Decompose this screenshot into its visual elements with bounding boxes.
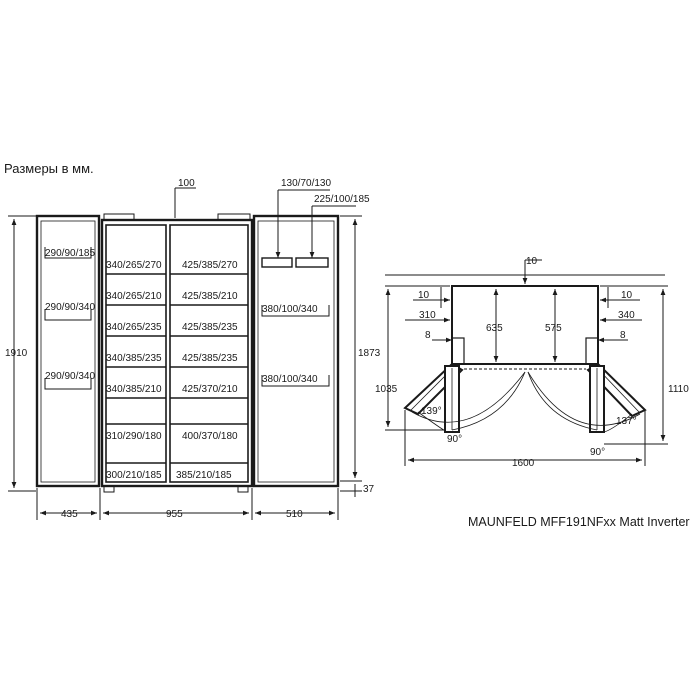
angle-arc-left <box>417 411 448 433</box>
center-left-shelf-5: 340/385/210 <box>106 384 162 395</box>
top-view-body <box>451 285 599 365</box>
top-hinge-left <box>103 213 135 221</box>
top-bin-left <box>261 257 293 268</box>
center-left-shelf-4: 340/385/235 <box>106 353 162 364</box>
label-hinge-left: 8 <box>425 330 431 341</box>
swing-arc-left <box>411 371 526 423</box>
dim-435-label: 435 <box>61 509 78 520</box>
left-bin-2 <box>44 309 92 321</box>
top-hinge-right <box>217 213 251 221</box>
front-view <box>8 187 362 520</box>
label-top-10: 10 <box>526 256 538 267</box>
center-right-shelf-2: 425/385/210 <box>182 291 238 302</box>
label-gap-left: 10 <box>418 290 430 301</box>
left-door-inner <box>40 220 96 483</box>
foot-left <box>103 485 115 493</box>
foot-right <box>237 485 249 493</box>
top-view-labels: 10 10 10 635 575 310 340 8 8 1035 1110 1… <box>375 256 689 469</box>
right-door-outer <box>252 214 340 488</box>
label-depth-635: 635 <box>486 323 503 334</box>
right-door-inner <box>257 220 335 483</box>
center-left-shelf-3: 340/265/235 <box>106 322 162 333</box>
label-1110: 1110 <box>668 384 689 395</box>
label-angle-90-left: 90° <box>447 434 462 445</box>
hinge-block-right <box>585 337 599 365</box>
top-view <box>385 259 668 466</box>
label-1035: 1035 <box>375 384 398 395</box>
label-depth-575: 575 <box>545 323 562 334</box>
dim-1873-label: 1873 <box>358 348 381 359</box>
top-bin-right <box>295 257 329 268</box>
label-hinge-right: 8 <box>620 330 626 341</box>
left-shelf-label-2: 290/90/340 <box>45 302 95 313</box>
dimensions-caption: Размеры в мм. <box>4 161 94 176</box>
dim-510-label: 510 <box>286 509 303 520</box>
left-door-outer <box>35 214 101 488</box>
dim-1910-label: 1910 <box>5 348 28 359</box>
left-shelf-label-1: 290/90/185 <box>45 248 95 259</box>
right-bin-1 <box>261 305 330 317</box>
label-1600: 1600 <box>512 458 535 469</box>
label-130-70-130: 130/70/130 <box>281 178 331 189</box>
center-left-shelf-2: 340/265/210 <box>106 291 162 302</box>
center-right-shelf-7: 385/210/185 <box>176 470 232 481</box>
center-right-column <box>169 224 249 483</box>
right-door-bins <box>261 257 330 387</box>
left-door-90 <box>444 365 460 433</box>
left-door-bins <box>44 247 92 390</box>
swing-arc-right <box>527 371 641 426</box>
model-name: MAUNFELD MFF191NFxx Matt Inverter <box>468 515 690 529</box>
label-angle-90-right: 90° <box>590 447 605 458</box>
center-right-shelf-6: 400/370/180 <box>182 431 238 442</box>
center-right-shelf-3: 425/385/235 <box>182 322 238 333</box>
label-angle-137: 137° <box>616 416 637 427</box>
dim-37-label: 37 <box>363 484 375 495</box>
left-bin-1 <box>44 247 92 259</box>
angle-arc-right <box>603 413 633 433</box>
center-right-shelf-1: 425/385/270 <box>182 260 238 271</box>
center-left-shelf-1: 340/265/270 <box>106 260 162 271</box>
dim-955-label: 955 <box>166 509 183 520</box>
swing-arc-left-2 <box>451 371 526 431</box>
label-top-gap: 100 <box>178 178 195 189</box>
right-shelf-label-2: 380/100/340 <box>262 374 318 385</box>
front-view-labels: 100 130/70/130 225/100/185 290/90/185 29… <box>5 178 381 520</box>
label-offset-310: 310 <box>419 310 436 321</box>
right-shelf-label-1: 380/100/340 <box>262 304 318 315</box>
center-right-shelf-5: 425/370/210 <box>182 384 238 395</box>
center-left-shelf-7: 300/210/185 <box>106 470 162 481</box>
hinge-block-left <box>451 337 465 365</box>
right-bin-2 <box>261 375 330 387</box>
swing-arc-right-2 <box>527 371 598 431</box>
center-left-column <box>105 224 167 483</box>
label-angle-139: 139° <box>421 406 442 417</box>
left-shelf-label-3: 290/90/340 <box>45 371 95 382</box>
left-bin-3 <box>44 378 92 390</box>
center-left-shelf-6: 310/290/180 <box>106 431 162 442</box>
label-offset-340: 340 <box>618 310 635 321</box>
right-door-90 <box>589 365 605 433</box>
label-225-100-185: 225/100/185 <box>314 194 370 205</box>
center-compartment-outer <box>100 218 254 488</box>
center-right-shelf-4: 425/385/235 <box>182 353 238 364</box>
label-gap-right: 10 <box>621 290 633 301</box>
center-shelf-lines <box>106 273 248 464</box>
